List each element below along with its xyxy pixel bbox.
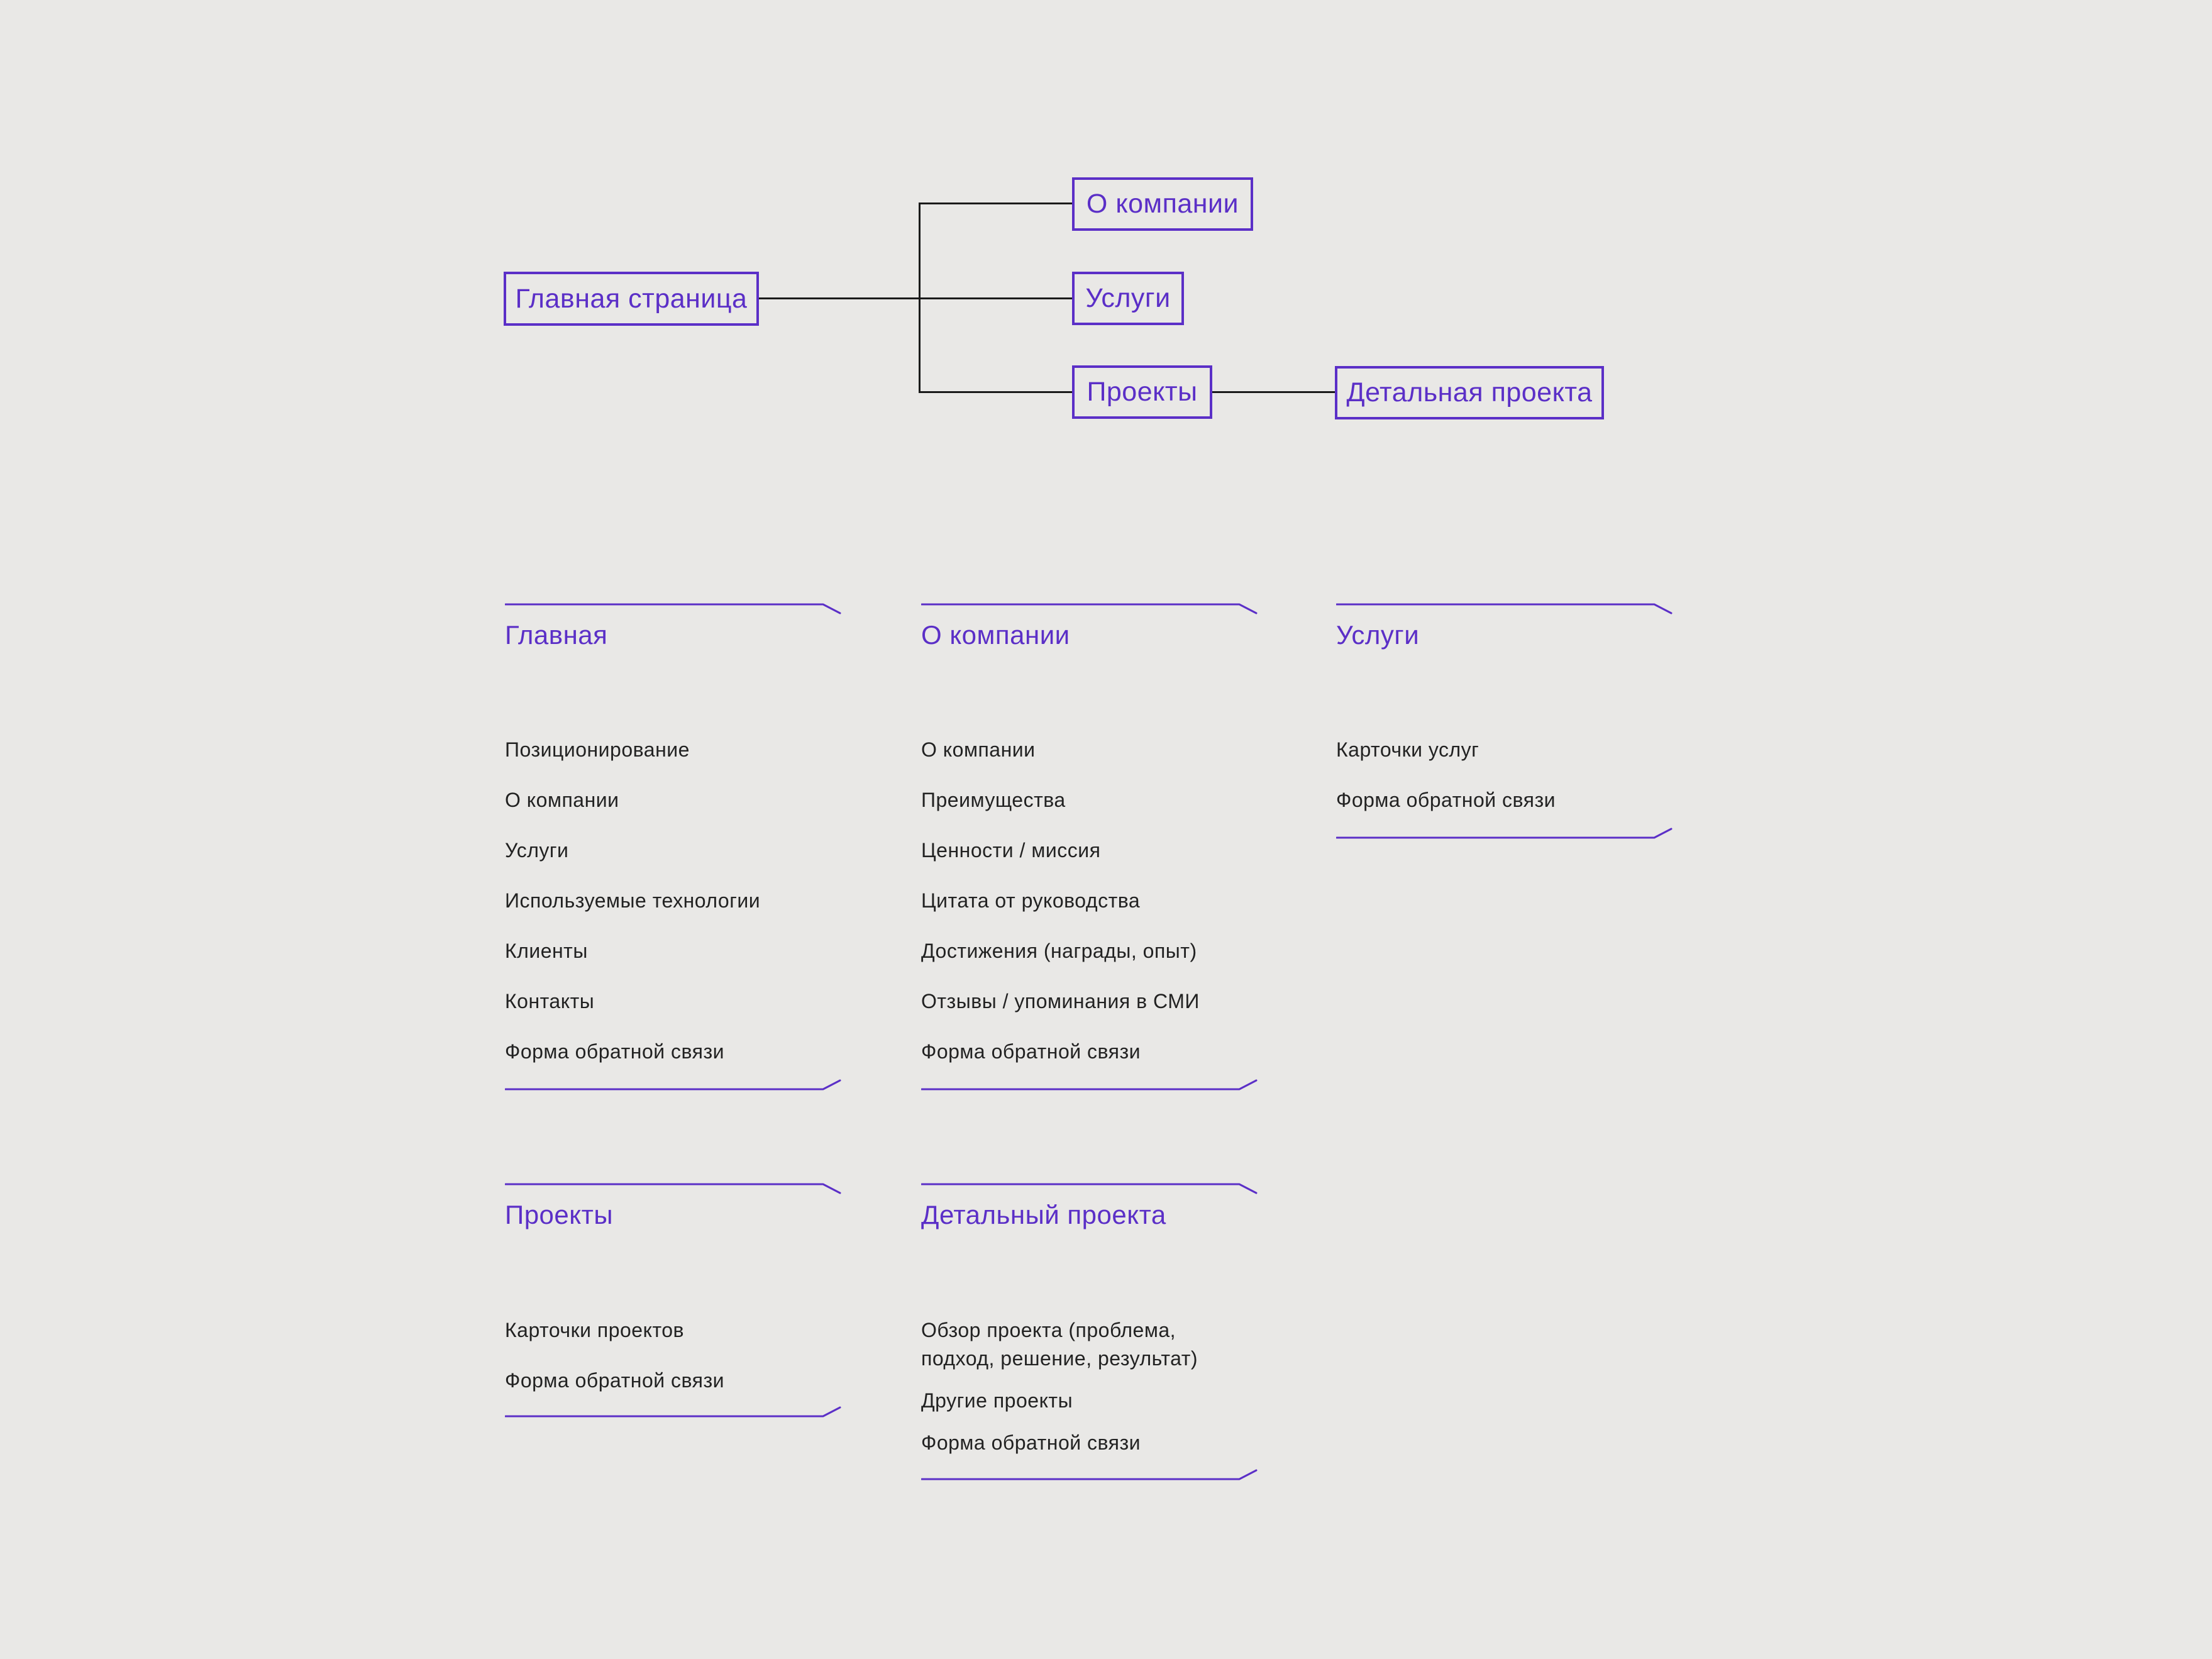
list-item: Услуги bbox=[505, 839, 569, 862]
connector-to-projects bbox=[919, 391, 1072, 393]
section-item-list: О компании Преимущества Ценности / мисси… bbox=[921, 736, 1258, 1088]
list-item: О компании bbox=[921, 738, 1036, 761]
section-item-list: Карточки проектов Форма обратной связи bbox=[505, 1316, 841, 1417]
section-item-list: Карточки услуг Форма обратной связи bbox=[1336, 736, 1673, 836]
list-item: Форма обратной связи bbox=[921, 1040, 1141, 1063]
section-top-line bbox=[505, 603, 841, 614]
list-item: Обзор проекта (проблема, подход, решение… bbox=[921, 1319, 1198, 1370]
list-item: Контакты bbox=[505, 990, 595, 1013]
section-bottom-line bbox=[505, 1406, 841, 1418]
list-item: Ценности / миссия bbox=[921, 839, 1101, 862]
list-item: Форма обратной связи bbox=[921, 1431, 1141, 1454]
section-top-line bbox=[921, 603, 1258, 614]
list-item: Отзывы / упоминания в СМИ bbox=[921, 990, 1200, 1013]
connector-main bbox=[759, 297, 920, 299]
connector-to-services bbox=[919, 297, 1072, 299]
section-bottom-line bbox=[921, 1079, 1258, 1090]
list-item: Достижения (награды, опыт) bbox=[921, 940, 1197, 962]
list-item: Используемые технологии bbox=[505, 889, 761, 912]
node-project-detail: Детальная проекта bbox=[1335, 366, 1604, 419]
node-home-page: Главная страница bbox=[504, 272, 759, 326]
section-item-list: Позиционирование О компании Услуги Испол… bbox=[505, 736, 841, 1088]
section-bottom-line bbox=[505, 1079, 841, 1090]
node-about: О компании bbox=[1072, 177, 1253, 231]
list-item: Карточки проектов bbox=[505, 1319, 685, 1341]
list-item: Форма обратной связи bbox=[505, 1369, 725, 1392]
node-services: Услуги bbox=[1072, 272, 1184, 325]
list-item: Преимущества bbox=[921, 789, 1066, 811]
section-bottom-line bbox=[921, 1469, 1258, 1480]
list-item: О компании bbox=[505, 789, 619, 811]
list-item: Форма обратной связи bbox=[1336, 789, 1556, 811]
section-title: О компании bbox=[921, 620, 1070, 650]
list-item: Другие проекты bbox=[921, 1389, 1073, 1412]
connector-to-project-detail bbox=[1212, 391, 1335, 393]
section-title: Услуги bbox=[1336, 620, 1420, 650]
node-projects: Проекты bbox=[1072, 365, 1212, 419]
list-item: Карточки услуг bbox=[1336, 738, 1479, 761]
list-item: Форма обратной связи bbox=[505, 1040, 725, 1063]
list-item: Клиенты bbox=[505, 940, 588, 962]
section-title: Детальный проекта bbox=[921, 1200, 1166, 1229]
list-item: Позиционирование bbox=[505, 738, 690, 761]
section-top-line bbox=[1336, 603, 1673, 614]
section-title: Проекты bbox=[505, 1200, 614, 1229]
section-item-list: Обзор проекта (проблема, подход, решение… bbox=[921, 1316, 1258, 1471]
section-top-line bbox=[505, 1183, 841, 1194]
connector-to-about bbox=[919, 203, 1072, 204]
section-bottom-line bbox=[1336, 828, 1673, 839]
list-item: Цитата от руководства bbox=[921, 889, 1141, 912]
section-title: Главная bbox=[505, 620, 608, 650]
section-top-line bbox=[921, 1183, 1258, 1194]
